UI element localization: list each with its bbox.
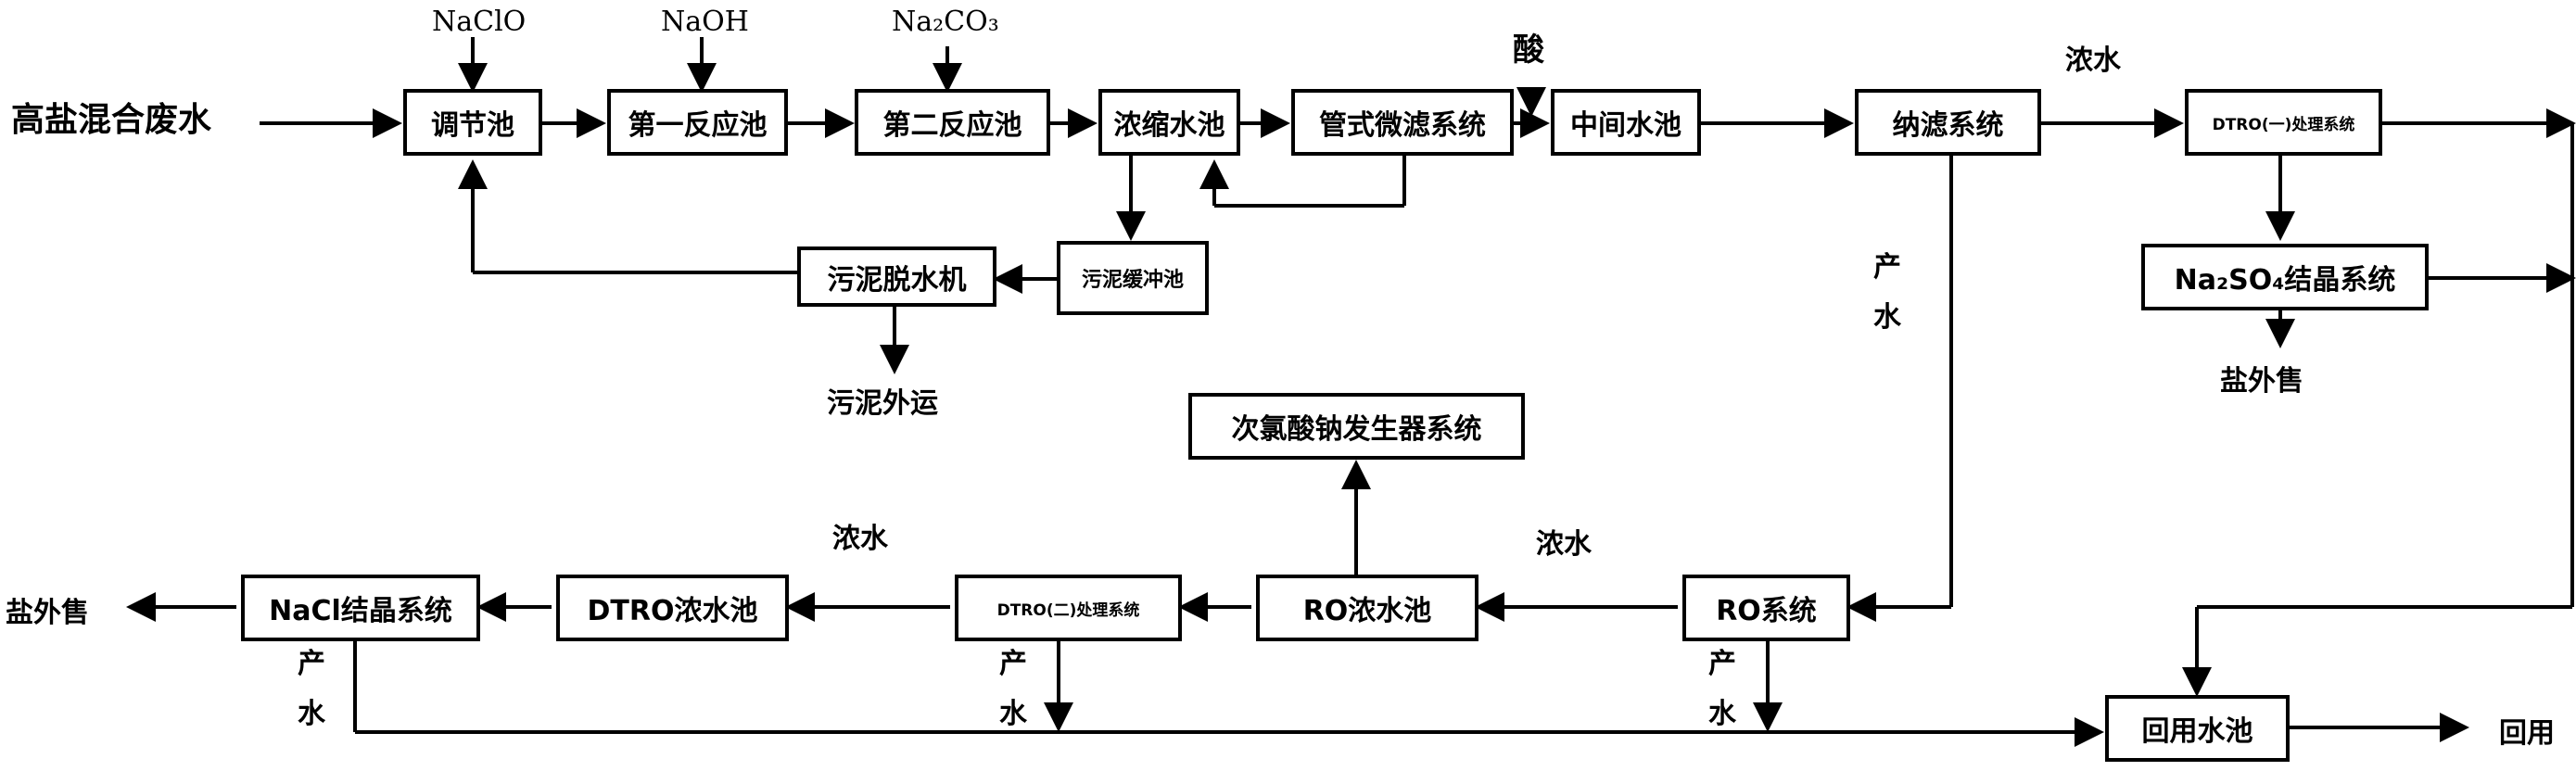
dtro1-box: DTRO(一)处理系统 — [2185, 89, 2382, 156]
naoh-label: NaOH — [661, 6, 749, 38]
reaction1-box: 第一反应池 — [607, 89, 788, 156]
permeate-nf-label: 产水 — [1873, 251, 1901, 334]
intermediate-tank-box: 中间水池 — [1551, 89, 1701, 156]
reaction2-box: 第二反应池 — [855, 89, 1050, 156]
naclo-generator-box: 次氯酸钠发生器系统 — [1188, 393, 1525, 460]
concentrate-dtro-label: 浓水 — [832, 523, 888, 555]
na2so4-cryst-box: Na₂SO₄结晶系统 — [2141, 244, 2429, 310]
reuse-label: 回用 — [2499, 717, 2555, 750]
concentrate-tank-box: 浓缩水池 — [1098, 89, 1240, 156]
adjust-tank-box: 调节池 — [403, 89, 542, 156]
acid-label: 酸 — [1513, 32, 1544, 69]
nf-system-box: 纳滤系统 — [1855, 89, 2041, 156]
permeate-nacl-label: 产水 — [298, 648, 325, 730]
concentrate-ro-label: 浓水 — [1536, 528, 1592, 561]
permeate-ro-label: 产水 — [1708, 648, 1736, 730]
permeate-dtro2-label: 产水 — [999, 648, 1027, 730]
salt-sale-left-label: 盐外售 — [6, 597, 89, 629]
sludge-dewater-box: 污泥脱水机 — [797, 246, 996, 307]
concentrate-top-label: 浓水 — [2065, 44, 2121, 77]
reuse-tank-box: 回用水池 — [2105, 695, 2290, 762]
ro-concentrate-box: RO浓水池 — [1256, 575, 1478, 641]
dtro2-box: DTRO(二)处理系统 — [955, 575, 1182, 641]
dtro-concentrate-box: DTRO浓水池 — [556, 575, 789, 641]
sludge-out-label: 污泥外运 — [827, 387, 938, 420]
salt-sale-right-label: 盐外售 — [2220, 365, 2303, 398]
nacl-cryst-box: NaCl结晶系统 — [241, 575, 480, 641]
sludge-buffer-box: 污泥缓冲池 — [1057, 241, 1209, 315]
tubular-mf-box: 管式微滤系统 — [1291, 89, 1514, 156]
feed-label: 高盐混合废水 — [11, 101, 212, 139]
ro-system-box: RO系统 — [1682, 575, 1850, 641]
na2co3-label: Na₂CO₃ — [892, 6, 999, 38]
naclo-label: NaClO — [432, 6, 527, 38]
